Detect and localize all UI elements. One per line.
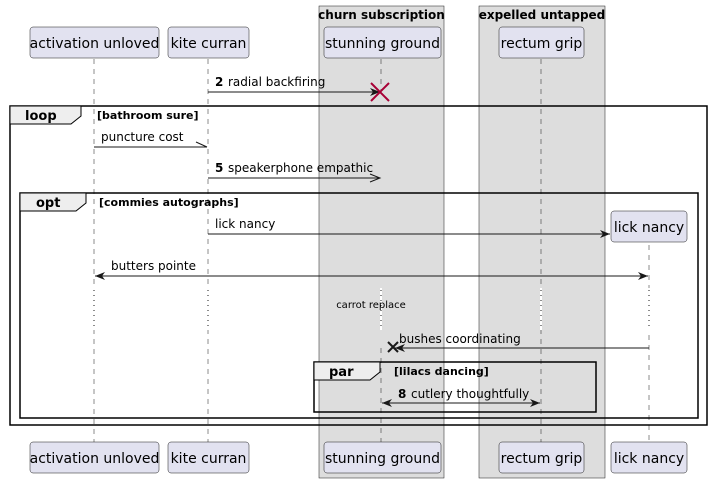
message-label: cutlery thoughtfully — [411, 387, 529, 401]
message-cutlery-thoughtfully[interactable]: 8 cutlery thoughtfully — [382, 387, 540, 407]
participant-kite-bottom[interactable]: kite curran — [167, 441, 250, 474]
participant-rectum-bottom[interactable]: rectum grip — [498, 441, 585, 474]
message-puncture-cost[interactable]: puncture cost — [94, 130, 208, 148]
participant-stunning-top[interactable]: stunning ground — [323, 26, 442, 59]
frame-loop: loop [bathroom sure] — [9, 105, 708, 426]
frame-opt: opt [commies autographs] — [19, 192, 699, 419]
message-lick-nancy[interactable]: lick nancy — [208, 217, 610, 238]
delay-label: carrot replace — [336, 300, 406, 311]
message-speakerphone-empathic[interactable]: 5 speakerphone empathic — [208, 161, 382, 183]
participant-activation-bottom[interactable]: activation unloved — [30, 441, 160, 474]
destroy-mark — [370, 82, 390, 102]
message-label: lick nancy — [215, 217, 275, 231]
box-title: expelled untapped — [479, 8, 606, 22]
participant-label: kite curran — [171, 451, 247, 467]
participant-label: kite curran — [171, 36, 247, 52]
participant-stunning-bottom[interactable]: stunning ground — [323, 441, 442, 474]
message-number: 2 — [215, 75, 223, 89]
message-butters-pointe[interactable]: butters pointe — [95, 259, 648, 280]
participant-label: rectum grip — [501, 451, 583, 467]
participant-lick-created[interactable]: lick nancy — [610, 210, 688, 243]
message-radial-backfiring[interactable]: 2 radial backfiring — [208, 75, 380, 96]
message-number: 8 — [398, 387, 406, 401]
message-label: speakerphone empathic — [228, 161, 373, 175]
delay-dots — [93, 290, 650, 330]
participant-label: activation unloved — [30, 451, 160, 467]
participant-label: lick nancy — [614, 220, 684, 236]
message-label: puncture cost — [101, 130, 184, 144]
frame-condition: [lilacs dancing] — [394, 365, 489, 378]
message-label: radial backfiring — [228, 75, 325, 89]
message-label: bushes coordinating — [399, 332, 521, 346]
frame-condition: [bathroom sure] — [97, 109, 199, 122]
participant-label: rectum grip — [501, 36, 583, 52]
box-title: churn subscription — [318, 8, 445, 22]
participant-kite-top[interactable]: kite curran — [167, 26, 250, 59]
participant-label: activation unloved — [30, 36, 160, 52]
frame-kind: loop — [25, 109, 57, 124]
box-churn-subscription: churn subscription — [318, 5, 445, 479]
box-expelled-untapped: expelled untapped — [479, 5, 606, 479]
message-bushes-coordinating[interactable]: bushes coordinating — [395, 332, 649, 352]
frame-kind: par — [329, 365, 354, 380]
frame-par: par [lilacs dancing] — [313, 361, 597, 413]
participant-label: stunning ground — [325, 451, 440, 467]
frame-condition: [commies autographs] — [99, 196, 239, 209]
participant-label: stunning ground — [325, 36, 440, 52]
message-label: butters pointe — [111, 259, 196, 273]
cross-mark — [387, 341, 399, 353]
frame-kind: opt — [36, 196, 60, 211]
participant-activation-top[interactable]: activation unloved — [30, 26, 160, 59]
participant-lick-bottom[interactable]: lick nancy — [610, 441, 688, 474]
lifelines — [93, 59, 650, 442]
message-number: 5 — [215, 161, 223, 175]
participant-label: lick nancy — [614, 451, 684, 467]
participant-rectum-top[interactable]: rectum grip — [498, 26, 585, 59]
